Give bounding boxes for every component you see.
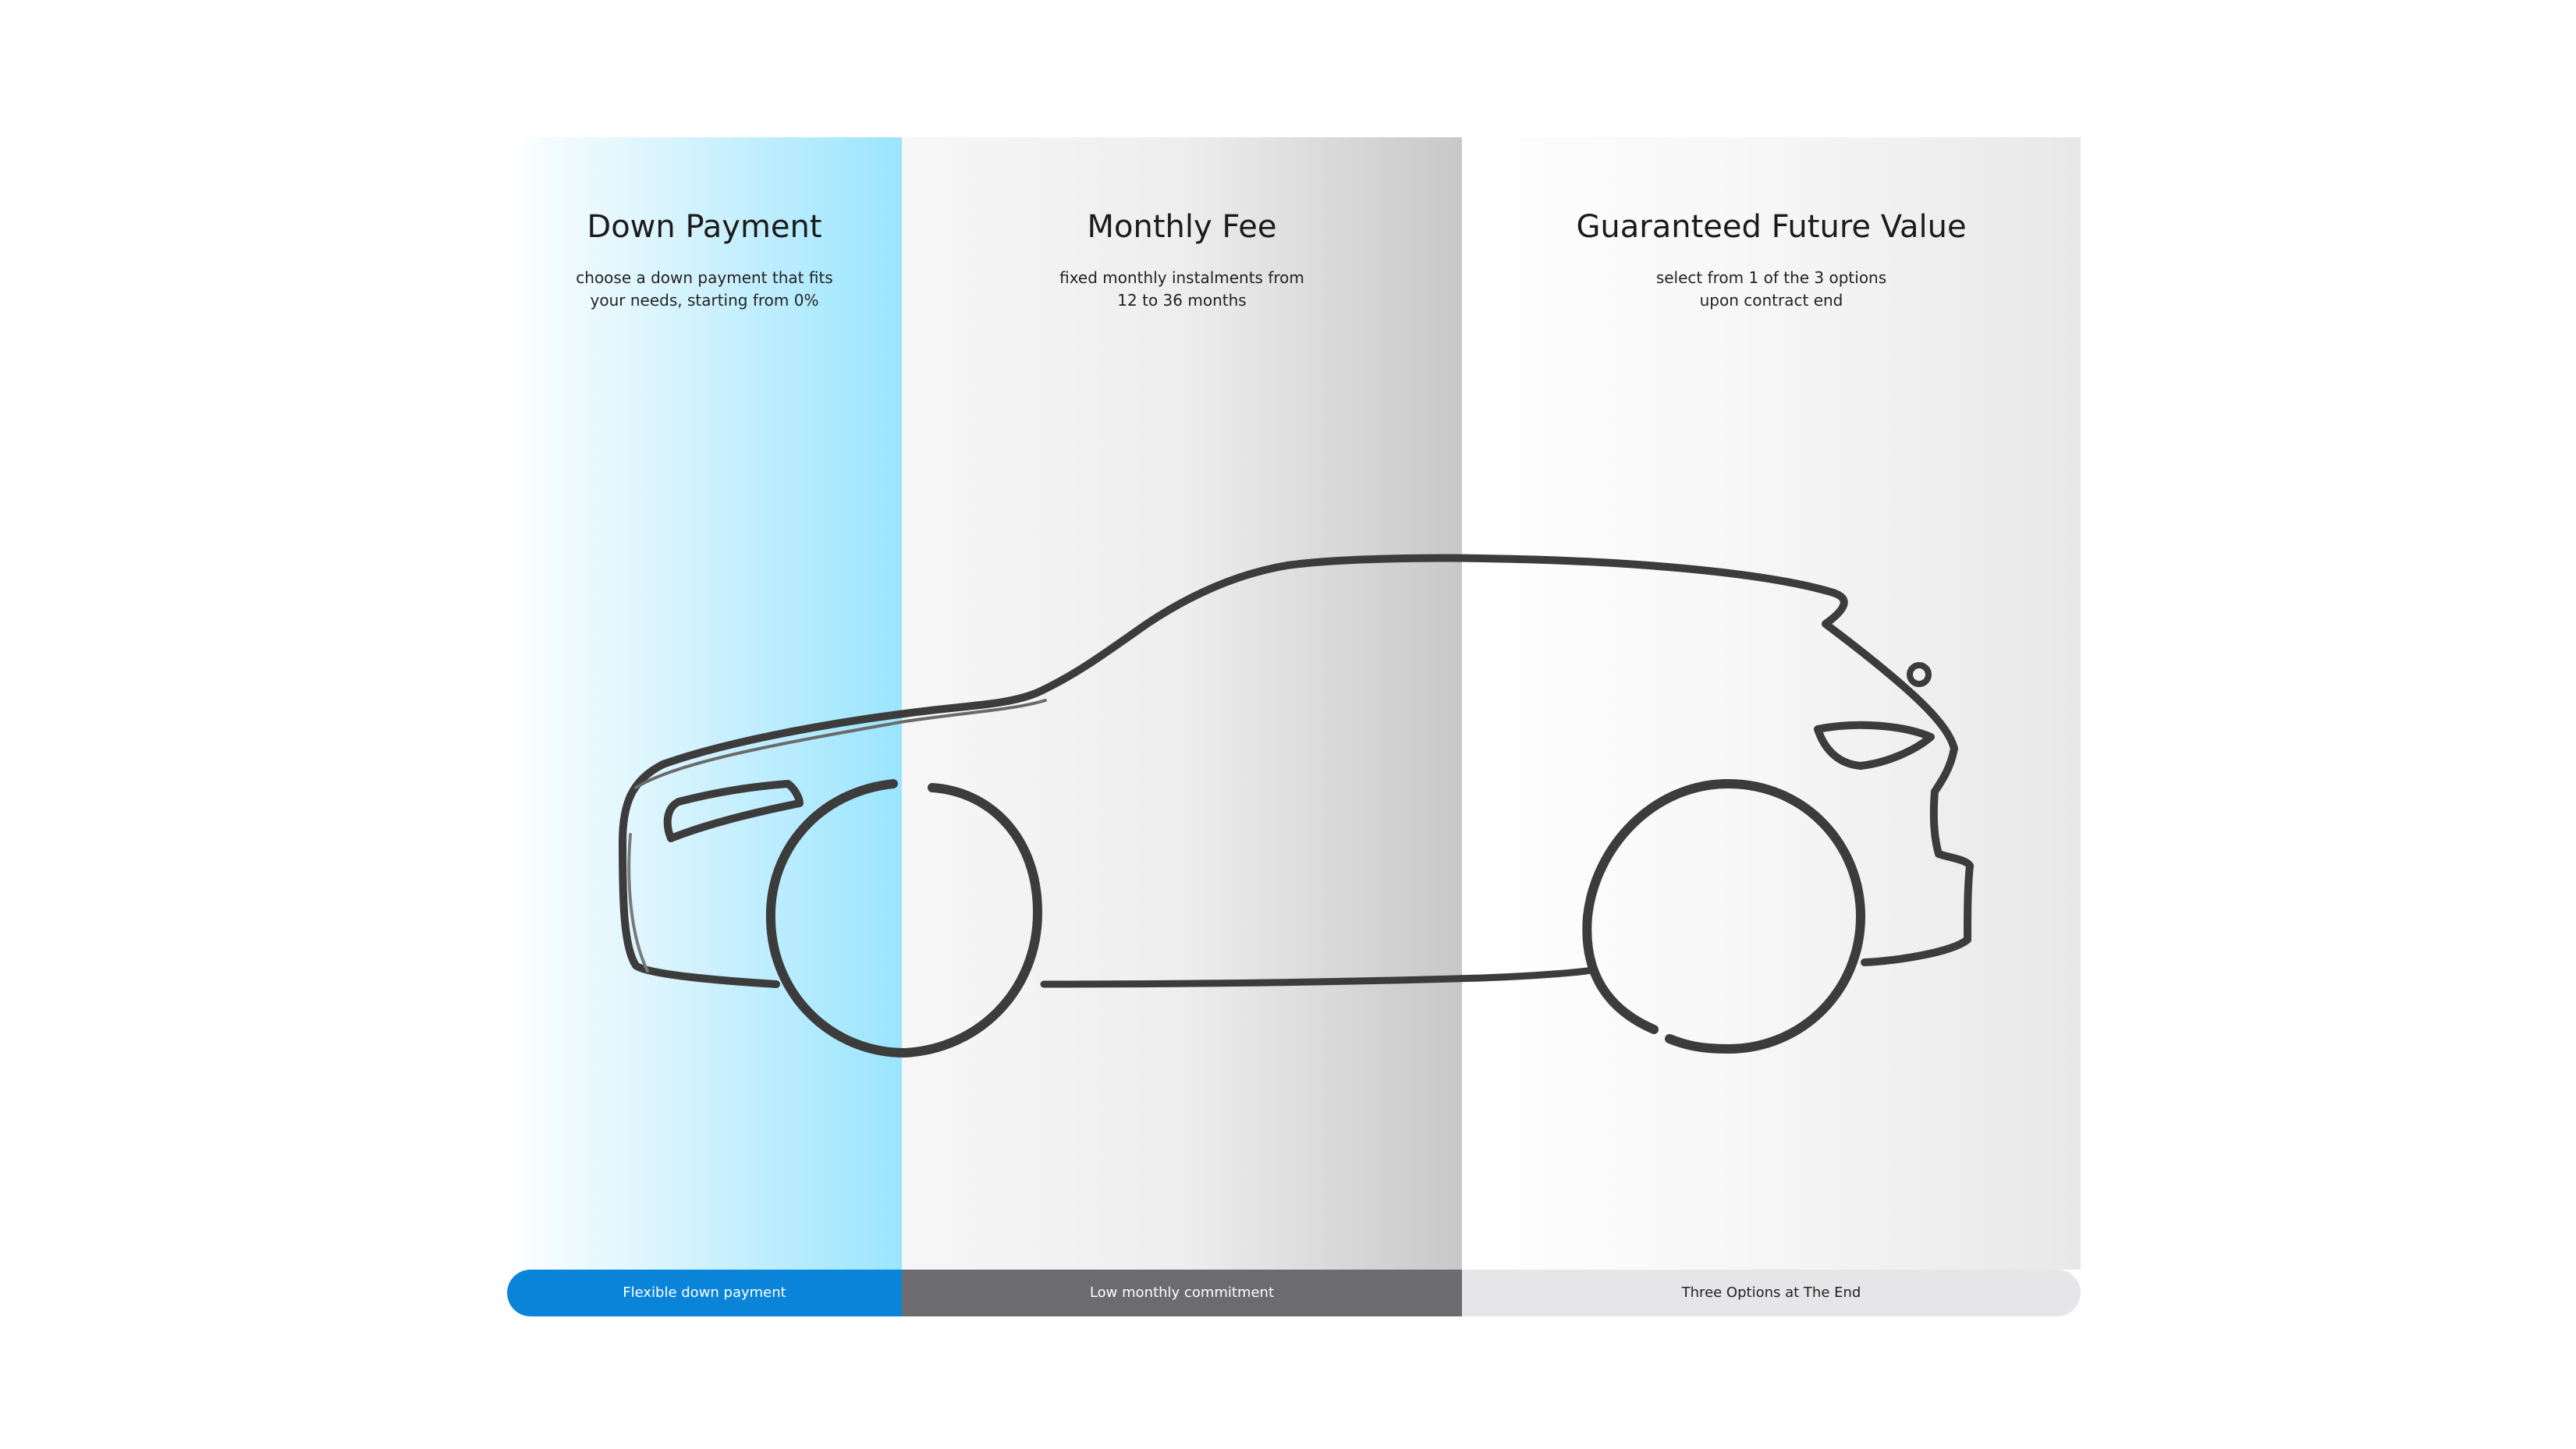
column-future-value: Guaranteed Future Value select from 1 of…	[1462, 137, 2081, 1270]
column-title-future-value: Guaranteed Future Value	[1576, 209, 1967, 245]
column-description-monthly-fee: fixed monthly instalments from 12 to 36 …	[1059, 268, 1304, 310]
payment-plan-board: Down Payment choose a down payment that …	[507, 137, 2081, 1316]
column-description-future-value: select from 1 of the 3 options upon cont…	[1655, 268, 1887, 310]
column-title-monthly-fee: Monthly Fee	[1087, 209, 1277, 245]
column-monthly-fee: Monthly Fee fixed monthly instalments fr…	[902, 137, 1462, 1270]
column-description-down-payment: choose a down payment that fits your nee…	[576, 268, 833, 310]
column-title-down-payment: Down Payment	[587, 209, 822, 245]
column-down-payment: Down Payment choose a down payment that …	[507, 137, 902, 1270]
bar-three-options: Three Options at The End	[1462, 1270, 2081, 1316]
bar-flexible-down-payment: Flexible down payment	[507, 1270, 902, 1316]
bar-low-monthly-commitment: Low monthly commitment	[902, 1270, 1462, 1316]
